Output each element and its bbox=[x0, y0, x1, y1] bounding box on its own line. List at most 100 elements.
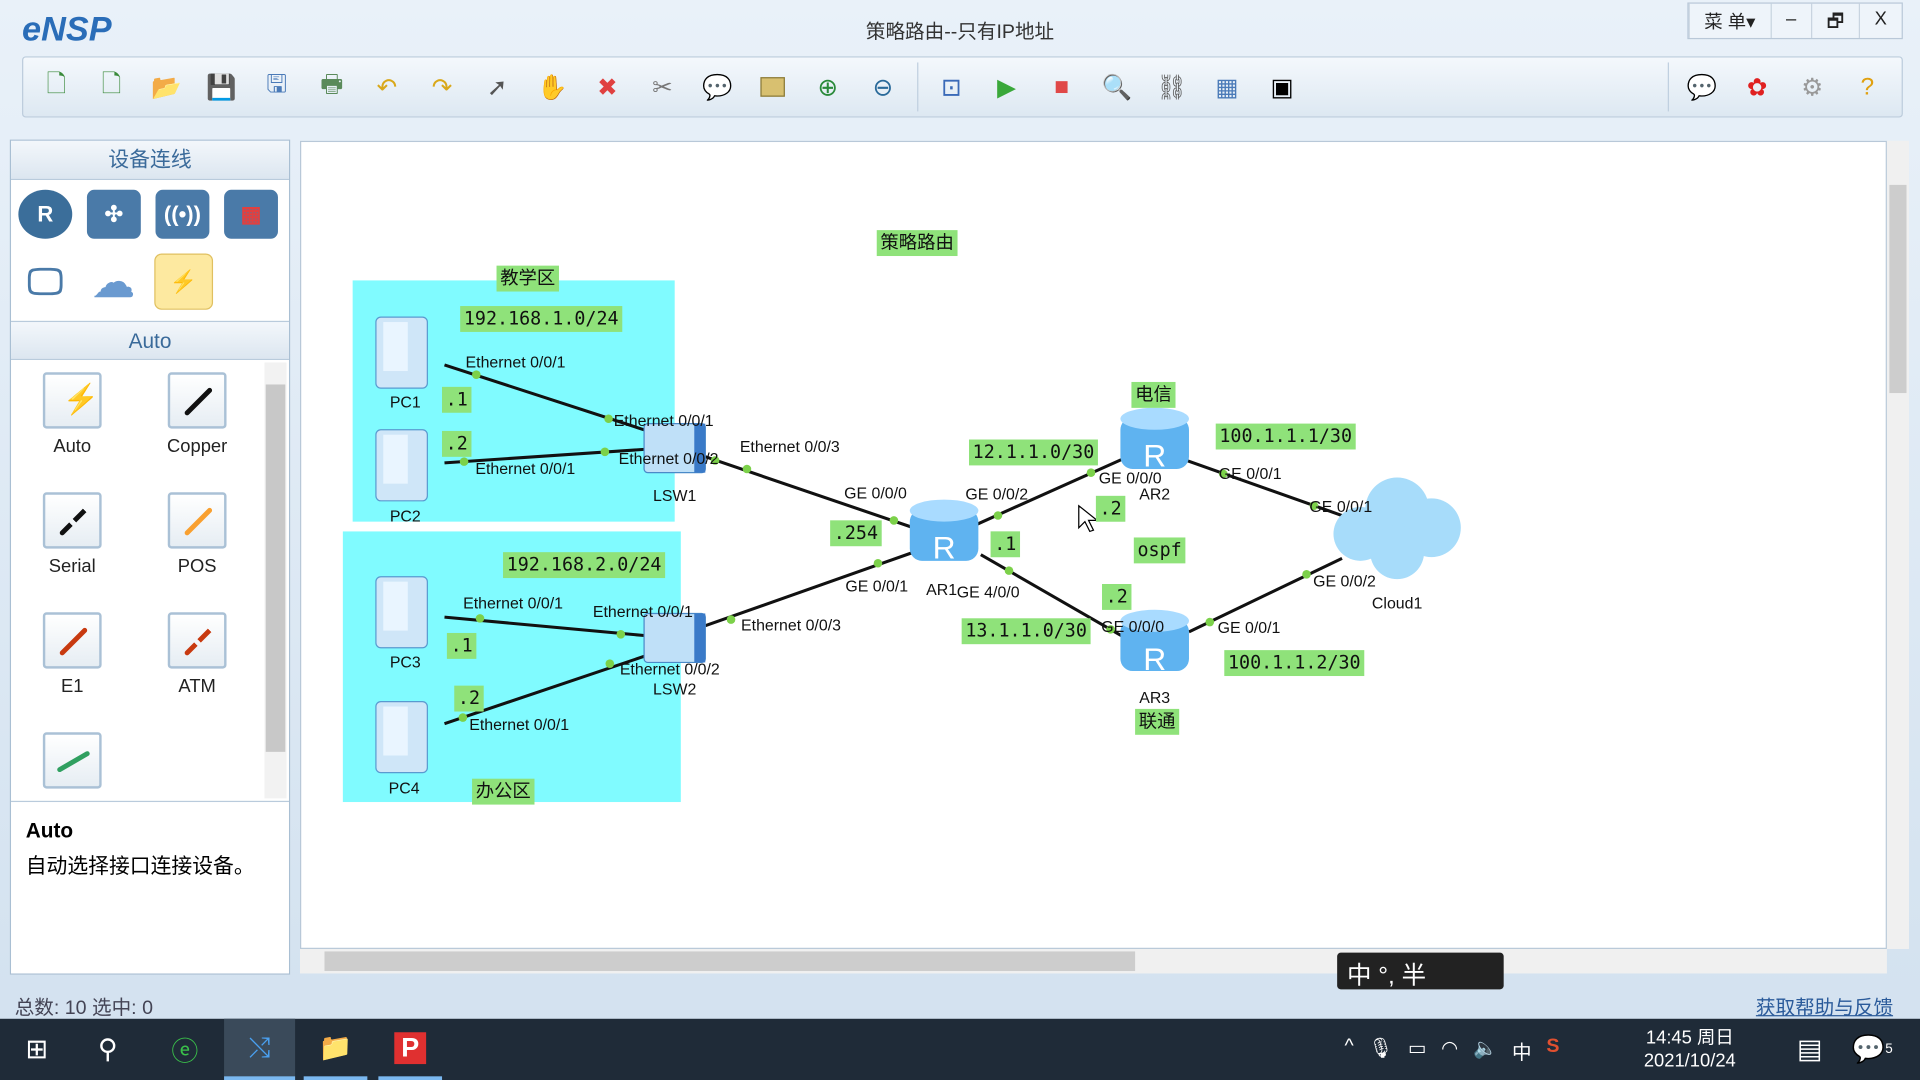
link-pos[interactable]: POS bbox=[136, 492, 258, 577]
port-label: GE 0/0/2 bbox=[1313, 574, 1376, 591]
port-label-text: GE 0/0/0 bbox=[1099, 471, 1162, 488]
pc3[interactable]: PC3 bbox=[375, 576, 428, 672]
pc1[interactable]: PC1 bbox=[375, 316, 428, 412]
zoom-out-icon[interactable]: ⊖ bbox=[872, 74, 894, 102]
topology-icon[interactable]: ⛓ bbox=[1156, 74, 1188, 102]
firewall-category-icon[interactable]: ▦ bbox=[224, 189, 278, 239]
palette-icon[interactable] bbox=[752, 66, 794, 108]
wireless-category-icon[interactable]: ((•)) bbox=[155, 189, 210, 239]
terminal-icon[interactable]: ▣ bbox=[1270, 74, 1294, 102]
hand-drag-icon[interactable]: ✋ bbox=[536, 74, 568, 102]
browser-icon[interactable]: ⓔ bbox=[171, 1035, 199, 1067]
switch-category-icon[interactable]: ✣ bbox=[86, 189, 141, 239]
port-label-text: GE 0/0/2 bbox=[965, 487, 1028, 504]
status-bar: 总数: 10 选中: 0 获取帮助与反馈 bbox=[0, 987, 1920, 1019]
text-note-icon[interactable]: 💬 bbox=[702, 74, 733, 102]
redo-icon[interactable]: ↷ bbox=[431, 74, 453, 102]
tray-expand-icon[interactable]: ^ bbox=[1344, 1035, 1354, 1057]
windows-start-icon[interactable]: ⊞ bbox=[25, 1033, 49, 1065]
save-icon[interactable]: 💾 bbox=[206, 74, 237, 102]
sogou-icon[interactable]: S bbox=[1546, 1035, 1560, 1057]
cloud-category-icon[interactable]: ☁ bbox=[86, 258, 141, 308]
pc2[interactable]: PC2 bbox=[375, 429, 428, 526]
port-dots bbox=[458, 370, 1319, 722]
link-category-icon[interactable]: ⚡ bbox=[154, 253, 214, 310]
battery-icon[interactable]: ▭ bbox=[1407, 1038, 1427, 1060]
link-auto[interactable]: ⚡Auto bbox=[11, 372, 133, 457]
link-label: E1 bbox=[60, 675, 84, 697]
pc4[interactable]: PC4 bbox=[375, 701, 428, 798]
link-e1[interactable]: E1 bbox=[11, 612, 133, 697]
huawei-icon[interactable]: ✿ bbox=[1746, 74, 1768, 102]
canvas-vertical-scrollbar[interactable] bbox=[1886, 140, 1909, 949]
start-icon[interactable]: ▶ bbox=[997, 74, 1016, 102]
port-label-text: GE 0/0/1 bbox=[1309, 499, 1372, 516]
ip-note-text: 联通 bbox=[1139, 711, 1176, 732]
link-copper[interactable]: Copper bbox=[136, 372, 258, 457]
port-label: GE 0/0/1 bbox=[1218, 620, 1281, 637]
link-serial[interactable]: Serial bbox=[11, 492, 133, 577]
volume-icon[interactable]: 🔈 bbox=[1472, 1038, 1498, 1060]
notifications-icon[interactable]: 💬5 bbox=[1851, 1033, 1893, 1065]
chat-icon[interactable]: 💬 bbox=[1686, 74, 1718, 102]
port-label-text: Ethernet 0/0/1 bbox=[466, 354, 566, 371]
microphone-icon[interactable]: 🎙 bbox=[1368, 1038, 1394, 1060]
search-icon[interactable]: ⚲ bbox=[97, 1033, 118, 1065]
capture-icon[interactable]: 🔍 bbox=[1101, 74, 1132, 102]
settings-icon[interactable]: ⚙ bbox=[1801, 74, 1824, 102]
link-ar1-ar3[interactable] bbox=[980, 553, 1127, 640]
save-as-icon[interactable]: 🖫 bbox=[266, 71, 288, 98]
help-icon[interactable]: ? bbox=[1860, 72, 1875, 100]
router-category-icon[interactable]: R bbox=[18, 189, 73, 239]
link-ctl[interactable] bbox=[11, 732, 133, 796]
restore-button[interactable]: 🗗 bbox=[1810, 3, 1859, 38]
task-view-icon[interactable]: ▤ bbox=[1797, 1033, 1823, 1065]
link-label: POS bbox=[177, 555, 217, 577]
zoom-in-icon[interactable]: ⊕ bbox=[817, 74, 839, 102]
undo-icon[interactable]: ↶ bbox=[376, 74, 398, 102]
cloud1[interactable]: Cloud1 bbox=[1333, 477, 1461, 613]
help-feedback-link[interactable]: 获取帮助与反馈 bbox=[1755, 997, 1894, 1019]
ar1-label: AR1 bbox=[926, 582, 957, 599]
file-explorer-icon[interactable]: 📁 bbox=[303, 1019, 368, 1080]
pdf-app-icon[interactable]: P bbox=[378, 1019, 443, 1080]
ensp-taskbar-icon[interactable]: ⤭ bbox=[224, 1018, 296, 1080]
lsw1[interactable]: LSW1 bbox=[643, 423, 706, 505]
new-example-icon[interactable]: 🗋 bbox=[101, 71, 122, 98]
pc-category-icon[interactable]: 🖵 bbox=[18, 258, 73, 308]
delete-link-icon[interactable]: ✂ bbox=[652, 74, 673, 102]
menu-button[interactable]: 菜 单▾ bbox=[1688, 3, 1770, 38]
link-atm[interactable]: ATM bbox=[136, 612, 258, 697]
link-pc2-lsw1[interactable] bbox=[444, 447, 645, 465]
new-topology-icon[interactable]: 🗋 bbox=[46, 71, 67, 98]
select-pointer-icon[interactable]: ➚ bbox=[486, 74, 508, 102]
pc1-label: PC1 bbox=[390, 395, 421, 412]
fit-icon[interactable]: ⊡ bbox=[941, 74, 962, 102]
wifi-icon[interactable]: ◠ bbox=[1441, 1038, 1459, 1060]
input-language[interactable]: 中 bbox=[1512, 1043, 1532, 1065]
canvas-horizontal-scrollbar[interactable] bbox=[300, 948, 1887, 974]
minimize-button[interactable]: – bbox=[1770, 3, 1811, 38]
diagram-title: 策略路由 bbox=[876, 230, 958, 257]
link-label: Auto bbox=[53, 435, 92, 457]
link-ar3-cloud[interactable] bbox=[1188, 556, 1343, 634]
stop-icon[interactable]: ■ bbox=[1054, 72, 1070, 100]
delete-icon[interactable]: ✖ bbox=[597, 74, 618, 102]
ip-note-text: 192.168.2.0/24 bbox=[507, 555, 662, 576]
close-button[interactable]: X bbox=[1858, 3, 1902, 38]
link-lsw1-ar1[interactable] bbox=[704, 455, 914, 530]
ime-toolbar[interactable]: 中 °, 半 bbox=[1337, 952, 1504, 990]
lsw2[interactable]: LSW2 bbox=[643, 612, 706, 698]
panel-scrollbar[interactable] bbox=[264, 362, 287, 799]
print-icon[interactable]: 🖶 bbox=[320, 71, 344, 98]
open-icon[interactable]: 📂 bbox=[151, 74, 182, 102]
window-title: 策略路由--只有IP地址 bbox=[865, 22, 1055, 43]
grid-icon[interactable]: ▦ bbox=[1215, 74, 1239, 102]
